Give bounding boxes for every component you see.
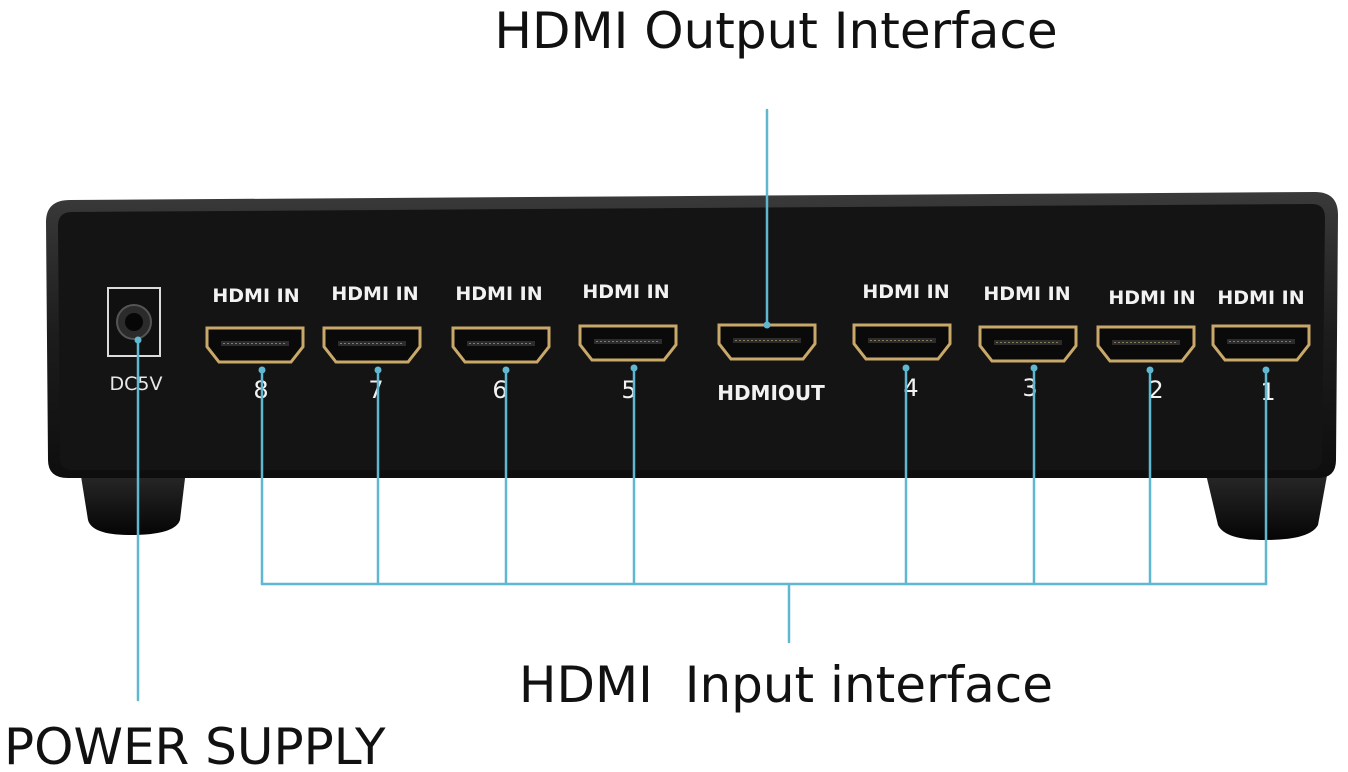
rear-panel xyxy=(58,204,1325,470)
leader-lines xyxy=(134,108,1270,702)
hdmi-in-label-5: HDMI IN xyxy=(582,281,669,303)
hdmi-in-label-4: HDMI IN xyxy=(862,281,949,303)
hdmi-in-port-2[interactable] xyxy=(1096,325,1196,363)
input-leader-dot-7 xyxy=(374,366,382,374)
input-leader-dot-8 xyxy=(258,366,266,374)
hdmi-in-label-2: HDMI IN xyxy=(1108,287,1195,309)
hdmi-in-port-3[interactable] xyxy=(978,325,1078,363)
hdmi-in-port-1[interactable] xyxy=(1211,324,1311,362)
power-label: DC5V xyxy=(110,373,163,395)
input-leader-dot-2 xyxy=(1146,366,1154,374)
power-leader-dot xyxy=(134,336,142,344)
input-leader-dot-3 xyxy=(1030,364,1038,372)
input-leader-dot-1 xyxy=(1262,366,1270,374)
hdmi-in-label-8: HDMI IN xyxy=(212,285,299,307)
input-leader-dot-5 xyxy=(630,364,638,372)
hdmi-in-port-7[interactable] xyxy=(322,326,422,364)
output-interface-callout: HDMI Output Interface xyxy=(494,2,1057,60)
hdmi-in-port-6[interactable] xyxy=(451,326,551,364)
device-body xyxy=(46,192,1338,540)
power-supply-callout: POWER SUPPLY xyxy=(4,718,386,772)
port-number-2: 2 xyxy=(1148,376,1163,404)
output-leader-dot xyxy=(763,321,771,329)
port-number-1: 1 xyxy=(1260,378,1275,406)
power-jack-pin xyxy=(125,313,143,331)
left-foot xyxy=(80,470,186,535)
input-interface-callout: HDMI Input interface xyxy=(519,656,1053,714)
input-leader-dot-6 xyxy=(502,366,510,374)
port-number-3: 3 xyxy=(1022,374,1037,402)
hdmi-in-port-5[interactable] xyxy=(578,324,678,362)
hdmi-in-label-6: HDMI IN xyxy=(455,283,542,305)
output-port-label: HDMIOUT xyxy=(717,381,825,405)
hdmi-out-port[interactable] xyxy=(717,323,817,361)
hdmi-in-port-8[interactable] xyxy=(205,326,305,364)
port-number-6: 6 xyxy=(492,376,507,404)
hdmi-in-label-1: HDMI IN xyxy=(1217,287,1304,309)
hdmi-in-port-4[interactable] xyxy=(852,323,952,361)
dc-power-jack[interactable] xyxy=(107,287,161,357)
hdmi-in-label-7: HDMI IN xyxy=(331,283,418,305)
port-number-7: 7 xyxy=(368,376,383,404)
hdmi-in-label-3: HDMI IN xyxy=(983,283,1070,305)
input-leader-dot-4 xyxy=(902,364,910,372)
